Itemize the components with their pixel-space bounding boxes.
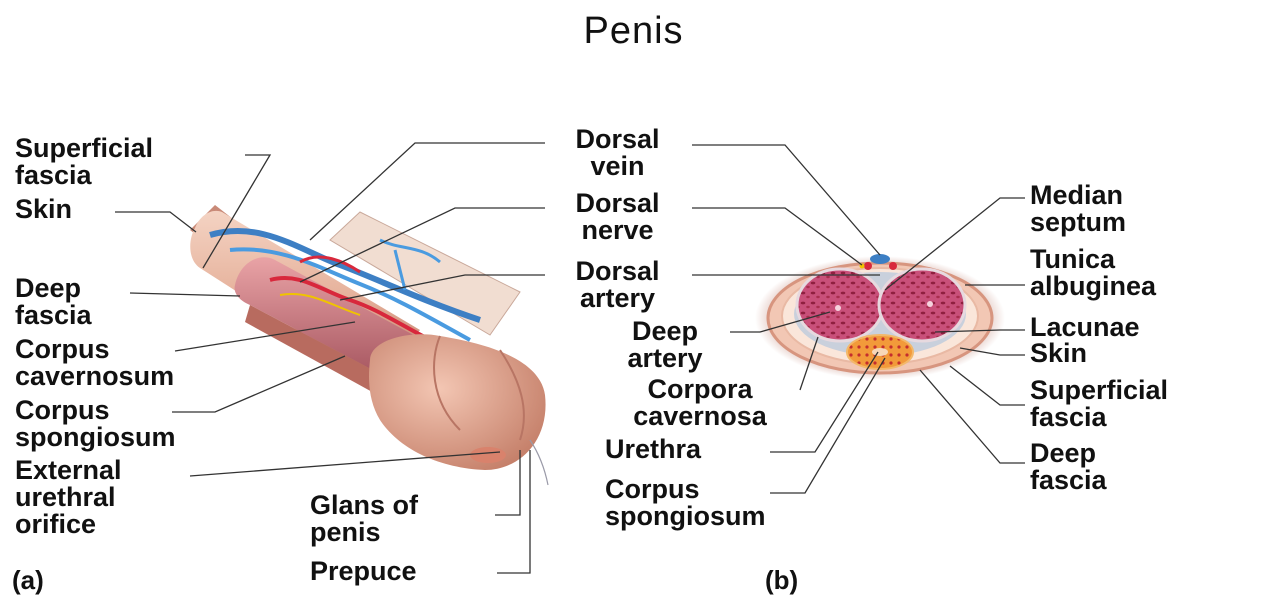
longitudinal-view (190, 205, 548, 485)
label-tunica-albuginea: Tunica albuginea (1030, 246, 1156, 300)
label-corpus-spongiosum-a: Corpus spongiosum (15, 397, 176, 451)
label-prepuce: Prepuce (310, 558, 417, 585)
label-lacunae: Lacunae (1030, 314, 1140, 341)
label-skin-b: Skin (1030, 340, 1087, 367)
label-dorsal-vein: Dorsal vein (545, 126, 690, 180)
label-superficial-fascia-a: Superficial fascia (15, 135, 153, 189)
label-skin-a: Skin (15, 196, 72, 223)
label-glans-of-penis: Glans of penis (310, 492, 418, 546)
label-median-septum: Median septum (1030, 182, 1126, 236)
label-deep-fascia-a: Deep fascia (15, 275, 92, 329)
label-corpora-cavernosa: Corpora cavernosa (600, 376, 800, 430)
panel-label-a: (a) (12, 565, 44, 596)
label-deep-fascia-b: Deep fascia (1030, 440, 1107, 494)
label-superficial-fascia-b: Superficial fascia (1030, 377, 1168, 431)
cross-section-view (755, 254, 1005, 380)
label-deep-artery: Deep artery (600, 318, 730, 372)
label-corpus-spongiosum-b: Corpus spongiosum (605, 476, 766, 530)
label-dorsal-nerve: Dorsal nerve (545, 190, 690, 244)
label-external-urethral-orifice: External urethral orifice (15, 457, 122, 538)
panel-label-b: (b) (765, 565, 798, 596)
label-corpus-cavernosum: Corpus cavernosum (15, 336, 174, 390)
label-dorsal-artery: Dorsal artery (545, 258, 690, 312)
label-urethra: Urethra (605, 436, 701, 463)
